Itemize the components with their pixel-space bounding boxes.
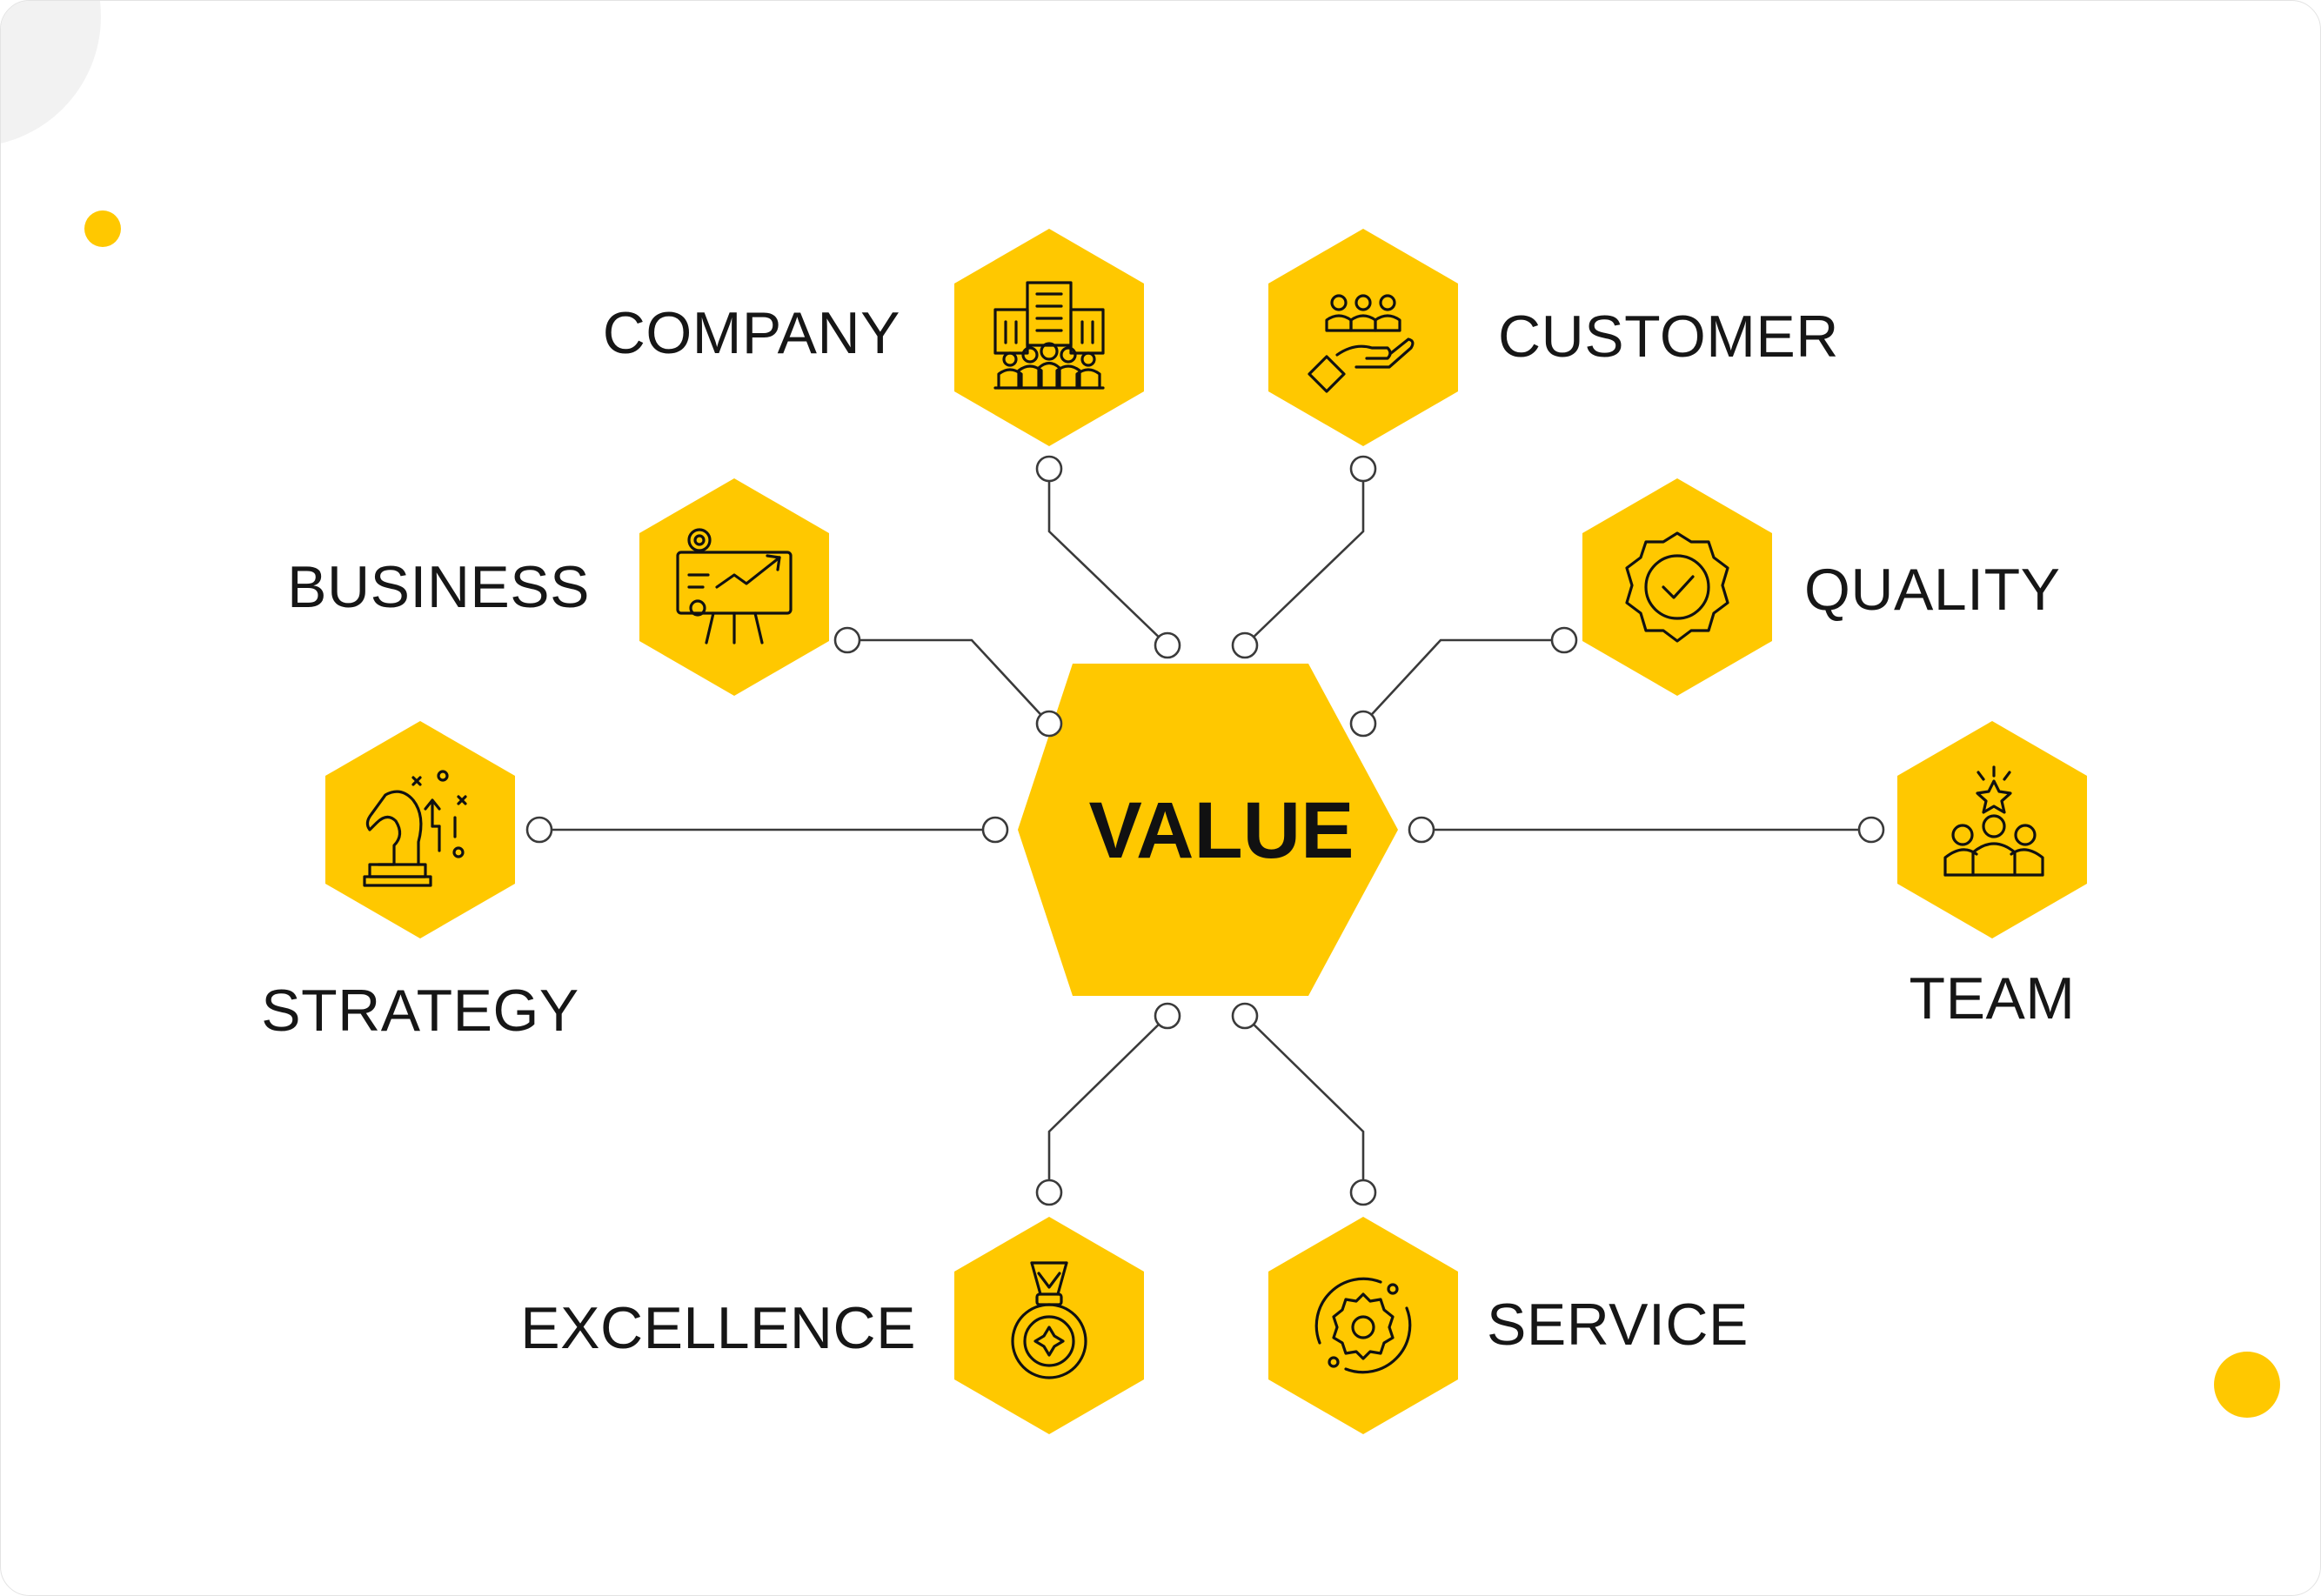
customer-label: CUSTOMER [1498, 304, 1839, 370]
center-label: VALUE [1089, 786, 1354, 875]
excellence-label: EXCELLENCE [520, 1295, 916, 1361]
node-team: TEAM [1408, 721, 2087, 1032]
service-connector-node-inner [1231, 1002, 1259, 1030]
strategy-connector-node-outer [525, 816, 553, 844]
strategy-connector-node-inner [981, 816, 1009, 844]
strategy-label: STRATEGY [261, 978, 579, 1044]
quality-label: QUALITY [1804, 557, 2060, 623]
excellence-connector-node-outer [1035, 1179, 1063, 1206]
customer-connector-node-outer [1349, 455, 1377, 483]
service-hexagon [1268, 1217, 1458, 1434]
medal-icon [1011, 1261, 1087, 1379]
corner-decor-circle [1, 1, 101, 144]
business-label: BUSINESS [287, 554, 590, 620]
quality-connector-node-inner [1349, 710, 1377, 738]
node-service: SERVICE [1231, 1002, 1749, 1434]
company-hexagon [954, 229, 1144, 446]
center-value-hexagon: VALUE [1018, 664, 1398, 996]
connectors [539, 469, 1871, 1192]
node-customer: CUSTOMER [1231, 229, 1839, 659]
excellence-hexagon [954, 1217, 1144, 1434]
connector-quality [1362, 638, 1564, 725]
excellence-connector-node-inner [1154, 1002, 1181, 1030]
team-star-icon [1943, 765, 2044, 877]
quality-connector-node-outer [1550, 626, 1578, 654]
service-connector-node-outer [1349, 1179, 1377, 1206]
customers-in-hand-icon [1308, 294, 1415, 393]
connector-customer [1244, 469, 1365, 646]
node-excellence: EXCELLENCE [520, 1002, 1181, 1434]
yellow-decor-dot-large [2214, 1352, 2280, 1418]
company-connector-node-inner [1154, 631, 1181, 659]
node-company: COMPANY [603, 229, 1181, 659]
connector-excellence [1047, 1015, 1168, 1192]
service-label: SERVICE [1487, 1292, 1749, 1358]
business-hexagon [639, 478, 829, 696]
office-building-team-icon [993, 281, 1105, 390]
customer-connector-node-inner [1231, 631, 1259, 659]
business-connector-node-inner [1035, 710, 1063, 738]
presentation-growth-icon [676, 528, 793, 644]
team-label: TEAM [1910, 965, 2076, 1032]
company-connector-node-outer [1035, 455, 1063, 483]
center-hexagon-shape [1018, 664, 1398, 996]
connector-service [1244, 1015, 1365, 1192]
team-hexagon [1897, 721, 2087, 938]
team-connector-node-inner [1408, 816, 1435, 844]
company-label: COMPANY [603, 300, 900, 366]
chess-knight-strategy-icon [363, 770, 467, 887]
business-connector-node-outer [833, 626, 861, 654]
service-gear-icon [1314, 1277, 1412, 1374]
quality-hexagon [1582, 478, 1772, 696]
quality-badge-check-icon [1625, 531, 1729, 643]
node-quality: QUALITY [1349, 478, 2060, 738]
node-strategy: STRATEGY [261, 721, 1009, 1044]
team-connector-node-outer [1857, 816, 1885, 844]
customer-hexagon [1268, 229, 1458, 446]
node-business: BUSINESS [287, 478, 1063, 738]
connector-company [1047, 469, 1168, 646]
yellow-decor-dot-small [84, 210, 121, 247]
connector-business [847, 638, 1050, 725]
